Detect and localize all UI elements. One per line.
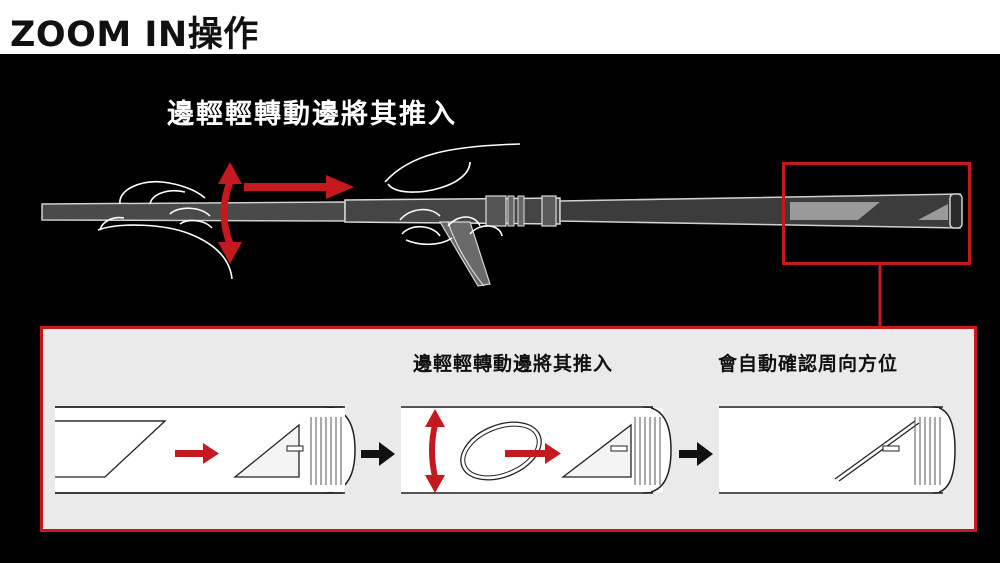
header: ZOOM IN操作	[0, 0, 1000, 55]
rotate-arrow-icon	[218, 162, 242, 264]
next-arrow-icon	[679, 442, 713, 466]
step2-label: 邊輕輕轉動邊將其推入	[413, 353, 614, 375]
rod-illustration	[41, 143, 963, 326]
push-arrow-icon	[505, 450, 547, 457]
rotate-arrow-icon	[425, 409, 445, 493]
page-title: ZOOM IN操作	[10, 15, 259, 55]
zoom-highlight-box	[782, 162, 971, 265]
right-hand-illustration	[384, 143, 521, 246]
next-arrow-icon	[361, 442, 395, 466]
zoom-detail-panel: 邊輕輕轉動邊將其推入 會自動確認周向方位	[40, 326, 977, 532]
push-arrow-head-icon	[203, 443, 219, 464]
fishing-rod	[41, 193, 963, 287]
push-arrow-head-icon	[545, 443, 561, 464]
illustration-stage: 邊輕輕轉動邊將其推入	[0, 54, 1000, 563]
step3-label: 會自動確認周向方位	[718, 353, 899, 375]
zoom-steps-diagram	[55, 406, 956, 494]
left-hand-illustration	[97, 180, 233, 280]
step1-rod-segment	[55, 406, 356, 494]
step3-rod-segment	[719, 406, 956, 494]
step2-rod-segment	[401, 406, 672, 494]
instruction-heading: 邊輕輕轉動邊將其推入	[167, 99, 457, 130]
push-arrow-icon	[244, 175, 354, 199]
push-arrow-icon	[175, 450, 205, 457]
